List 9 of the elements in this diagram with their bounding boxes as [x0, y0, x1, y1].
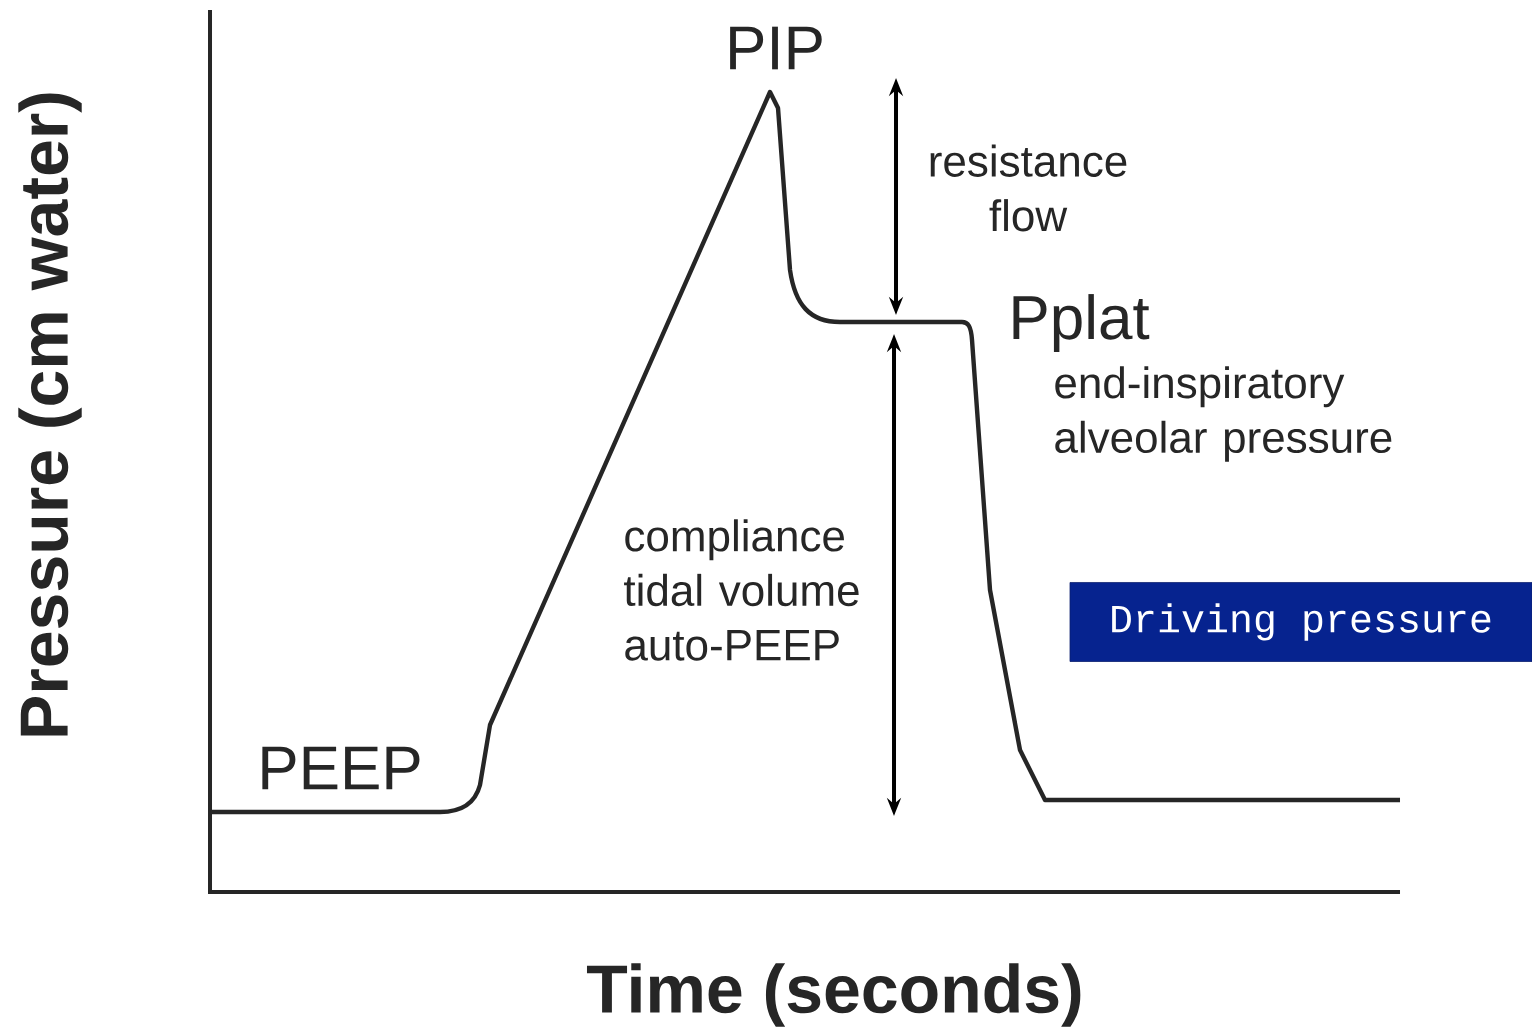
baseline-label: PEEP [262, 746, 420, 790]
axis-title: Time (seconds) [587, 963, 1081, 1027]
annotation-text: end-inspiratory alveolar pressure [1055, 366, 1392, 462]
plateau-label: Pplat [1013, 294, 1150, 352]
peak-label: PIP [730, 26, 822, 70]
axis-title: Pressure (cm water) [18, 93, 82, 736]
title-banner: Driving pressure [1069, 582, 1532, 662]
annotation-text: resistance flow [930, 144, 1127, 232]
annotation-text: compliance tidal volume auto-PEEP [624, 519, 859, 661]
